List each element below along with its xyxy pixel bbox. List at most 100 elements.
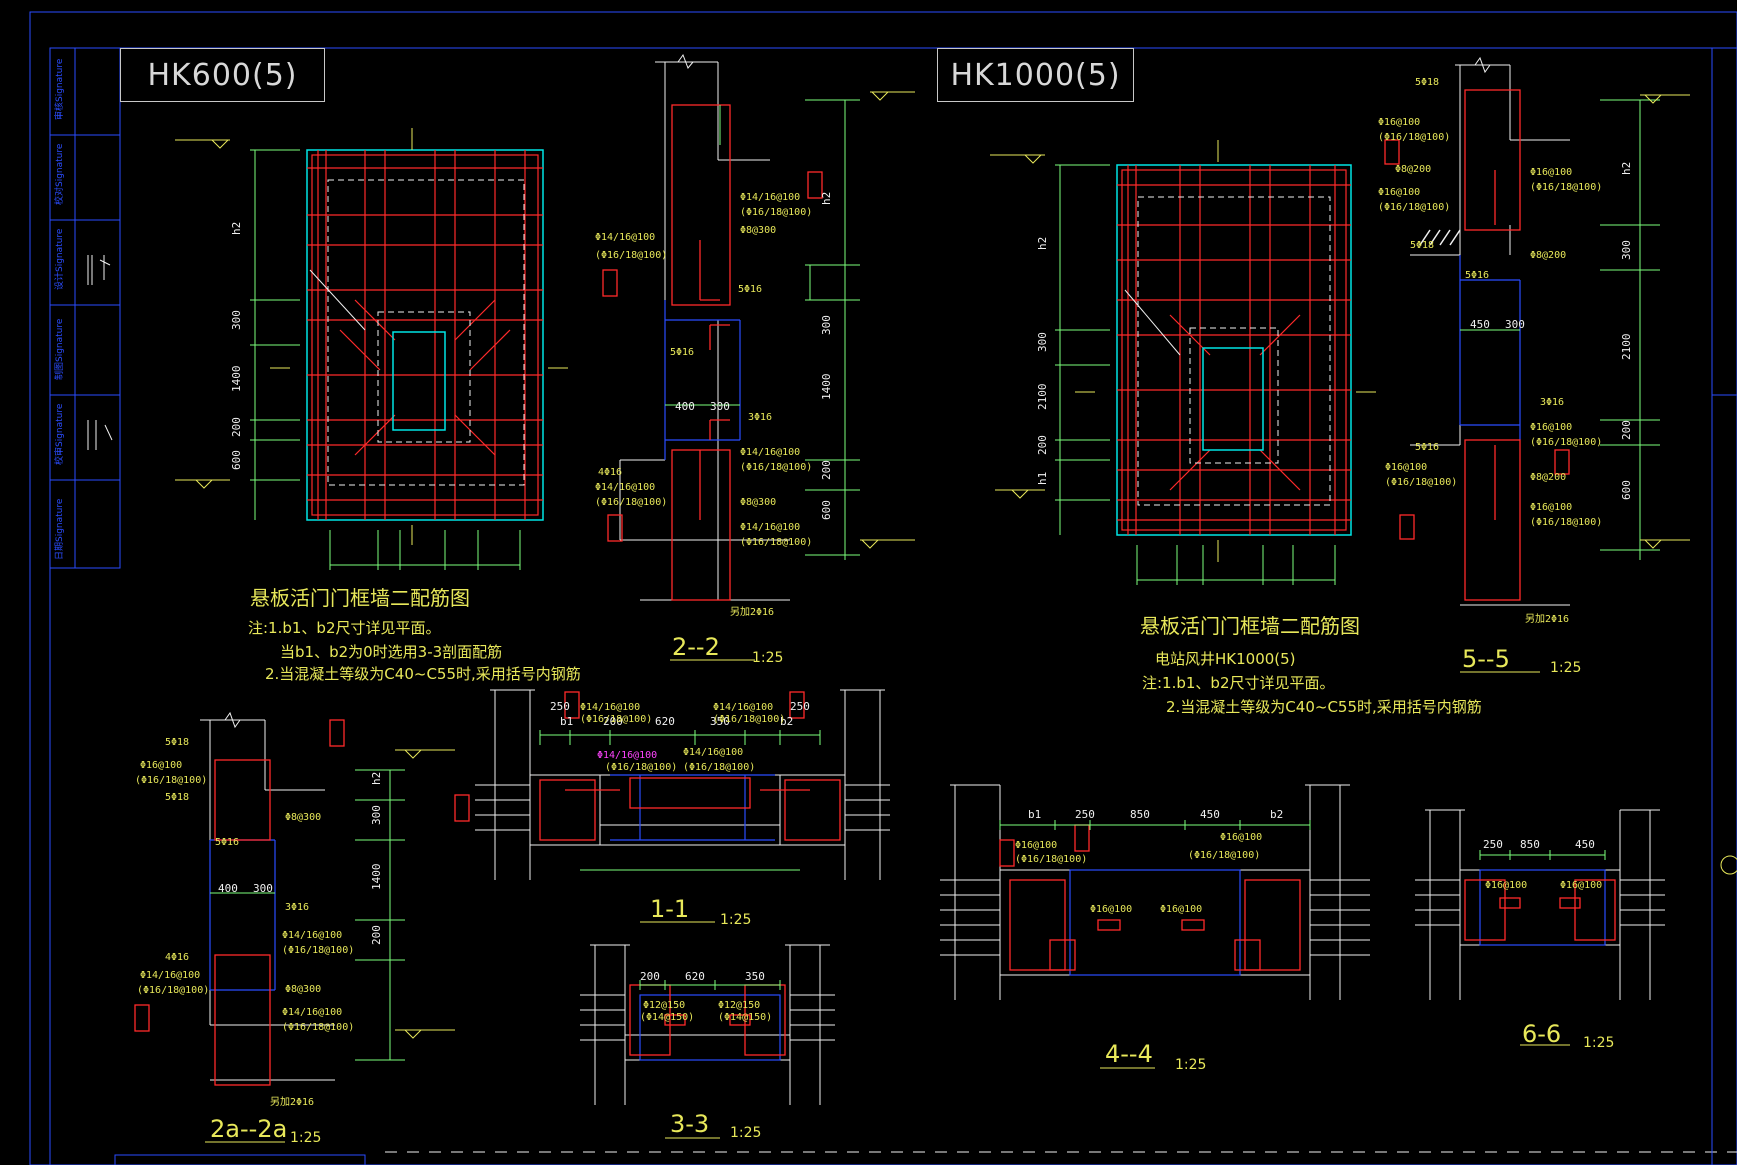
right-elevation: [990, 140, 1376, 585]
svg-text:Φ16@100: Φ16@100: [1385, 462, 1427, 473]
svg-text:620: 620: [655, 715, 675, 728]
section-scale-3-3: 1:25: [730, 1125, 762, 1141]
left-elevation: [175, 128, 568, 570]
svg-text:制图Signature: 制图Signature: [53, 318, 65, 380]
grid-bubble: [1720, 855, 1737, 875]
svg-text:(Φ16/18@100): (Φ16/18@100): [740, 462, 812, 473]
svg-text:(Φ16/18@100): (Φ16/18@100): [740, 537, 812, 548]
svg-text:审核Signature: 审核Signature: [53, 58, 65, 120]
svg-text:Φ16@100: Φ16@100: [1378, 187, 1420, 198]
svg-text:Φ16@100: Φ16@100: [1160, 904, 1202, 915]
section-6-6: [1415, 809, 1665, 1046]
svg-text:Φ14/16@100: Φ14/16@100: [597, 750, 657, 761]
svg-text:1400: 1400: [820, 374, 833, 401]
left-elev-dim-text: h2 300 1400 200 600: [230, 222, 243, 470]
svg-text:300: 300: [253, 882, 273, 895]
svg-text:2100: 2100: [1036, 384, 1049, 411]
svg-text:h2: h2: [1620, 162, 1633, 175]
svg-text:4Φ16: 4Φ16: [598, 467, 622, 478]
svg-text:5Φ16: 5Φ16: [738, 284, 762, 295]
title-hk1000: HK1000(5): [937, 48, 1134, 102]
svg-text:200: 200: [1620, 420, 1633, 440]
svg-text:Φ14/16@100: Φ14/16@100: [282, 1007, 342, 1018]
svg-text:200: 200: [230, 417, 243, 437]
svg-text:350: 350: [710, 715, 730, 728]
svg-text:250: 250: [1075, 808, 1095, 821]
title-strip-text: 审核Signature 校对Signature 设计Signature 制图Si…: [53, 58, 65, 560]
section-5-5: [1384, 56, 1690, 673]
svg-text:200: 200: [640, 970, 660, 983]
svg-text:300: 300: [820, 315, 833, 335]
section-2-2: [602, 53, 915, 661]
right-note-1: 注:1.b1、b2尺寸详见平面。: [1142, 674, 1335, 692]
right-note-2: 2.当混凝土等级为C40~C55时,采用括号内钢筋: [1166, 698, 1482, 716]
section-3-3: [580, 944, 835, 1139]
section-scale-6-6: 1:25: [1583, 1035, 1615, 1051]
svg-text:(Φ16/18@100): (Φ16/18@100): [605, 762, 677, 773]
svg-text:Φ8@200: Φ8@200: [1395, 164, 1431, 175]
svg-text:5Φ18: 5Φ18: [1410, 240, 1434, 251]
right-caption-title: 悬板活门门框墙二配筋图: [1140, 614, 1360, 638]
svg-text:(Φ16/18@100): (Φ16/18@100): [1530, 437, 1602, 448]
svg-text:Φ8@200: Φ8@200: [1530, 472, 1566, 483]
svg-text:300: 300: [1036, 332, 1049, 352]
svg-text:400: 400: [218, 882, 238, 895]
svg-text:450: 450: [1200, 808, 1220, 821]
svg-text:Φ14/16@100: Φ14/16@100: [580, 702, 640, 713]
svg-text:(Φ16/18@100): (Φ16/18@100): [282, 945, 354, 956]
svg-text:450: 450: [1575, 838, 1595, 851]
svg-text:(Φ16/18@100): (Φ16/18@100): [740, 207, 812, 218]
svg-text:(Φ16/18@100): (Φ16/18@100): [1188, 850, 1260, 861]
section-label-5-5: 5--5: [1462, 645, 1510, 673]
section-label-2a-2a: 2a--2a: [210, 1115, 288, 1143]
svg-text:另加2Φ16: 另加2Φ16: [730, 606, 774, 618]
svg-text:5Φ18: 5Φ18: [165, 737, 189, 748]
svg-text:(Φ16/18@100): (Φ16/18@100): [1530, 182, 1602, 193]
svg-text:300: 300: [1620, 240, 1633, 260]
svg-text:200: 200: [820, 460, 833, 480]
svg-text:Φ8@300: Φ8@300: [285, 984, 321, 995]
svg-text:Φ8@200: Φ8@200: [1530, 250, 1566, 261]
section-1-1: [454, 689, 890, 923]
svg-text:校对Signature: 校对Signature: [53, 143, 65, 205]
svg-text:(Φ14@150): (Φ14@150): [718, 1012, 772, 1023]
svg-text:(Φ14@150): (Φ14@150): [640, 1012, 694, 1023]
svg-text:1400: 1400: [230, 366, 243, 393]
section-label-4-4: 4--4: [1105, 1040, 1153, 1068]
svg-text:5Φ16: 5Φ16: [1465, 270, 1489, 281]
svg-text:400: 400: [675, 400, 695, 413]
sheet-border: [29, 11, 1737, 1165]
section-2a-2a: [134, 711, 455, 1143]
svg-text:Φ16@100: Φ16@100: [140, 760, 182, 771]
svg-text:日期Signature: 日期Signature: [54, 498, 65, 560]
section-scale-1-1: 1:25: [720, 912, 752, 928]
svg-text:(Φ16/18@100): (Φ16/18@100): [595, 497, 667, 508]
svg-text:5Φ16: 5Φ16: [1415, 442, 1439, 453]
svg-text:Φ14/16@100: Φ14/16@100: [740, 192, 800, 203]
bottom-box: [114, 1154, 366, 1165]
svg-text:h2: h2: [1036, 237, 1049, 250]
svg-text:(Φ16/18@100): (Φ16/18@100): [595, 250, 667, 261]
svg-text:b1: b1: [560, 715, 573, 728]
right-elev-dim-text: h2 300 2100 200 h1: [1036, 237, 1049, 485]
section-scale-5-5: 1:25: [1550, 660, 1582, 676]
svg-text:另加2Φ16: 另加2Φ16: [1525, 613, 1569, 625]
svg-text:450: 450: [1470, 318, 1490, 331]
svg-text:600: 600: [1620, 480, 1633, 500]
svg-text:(Φ16/18@100): (Φ16/18@100): [713, 714, 785, 725]
svg-text:5Φ18: 5Φ18: [165, 792, 189, 803]
svg-text:250: 250: [1483, 838, 1503, 851]
left-note-1: 注:1.b1、b2尺寸详见平面。: [248, 619, 441, 637]
left-note-3: 2.当混凝土等级为C40~C55时,采用括号内钢筋: [265, 665, 581, 683]
svg-text:5Φ16: 5Φ16: [215, 837, 239, 848]
svg-text:Φ12@150: Φ12@150: [643, 1000, 685, 1011]
section-scale-2a-2a: 1:25: [290, 1130, 322, 1146]
section-label-6-6: 6-6: [1522, 1020, 1562, 1048]
svg-text:5Φ18: 5Φ18: [1415, 77, 1439, 88]
svg-text:Φ16@100: Φ16@100: [1090, 904, 1132, 915]
svg-text:850: 850: [1130, 808, 1150, 821]
